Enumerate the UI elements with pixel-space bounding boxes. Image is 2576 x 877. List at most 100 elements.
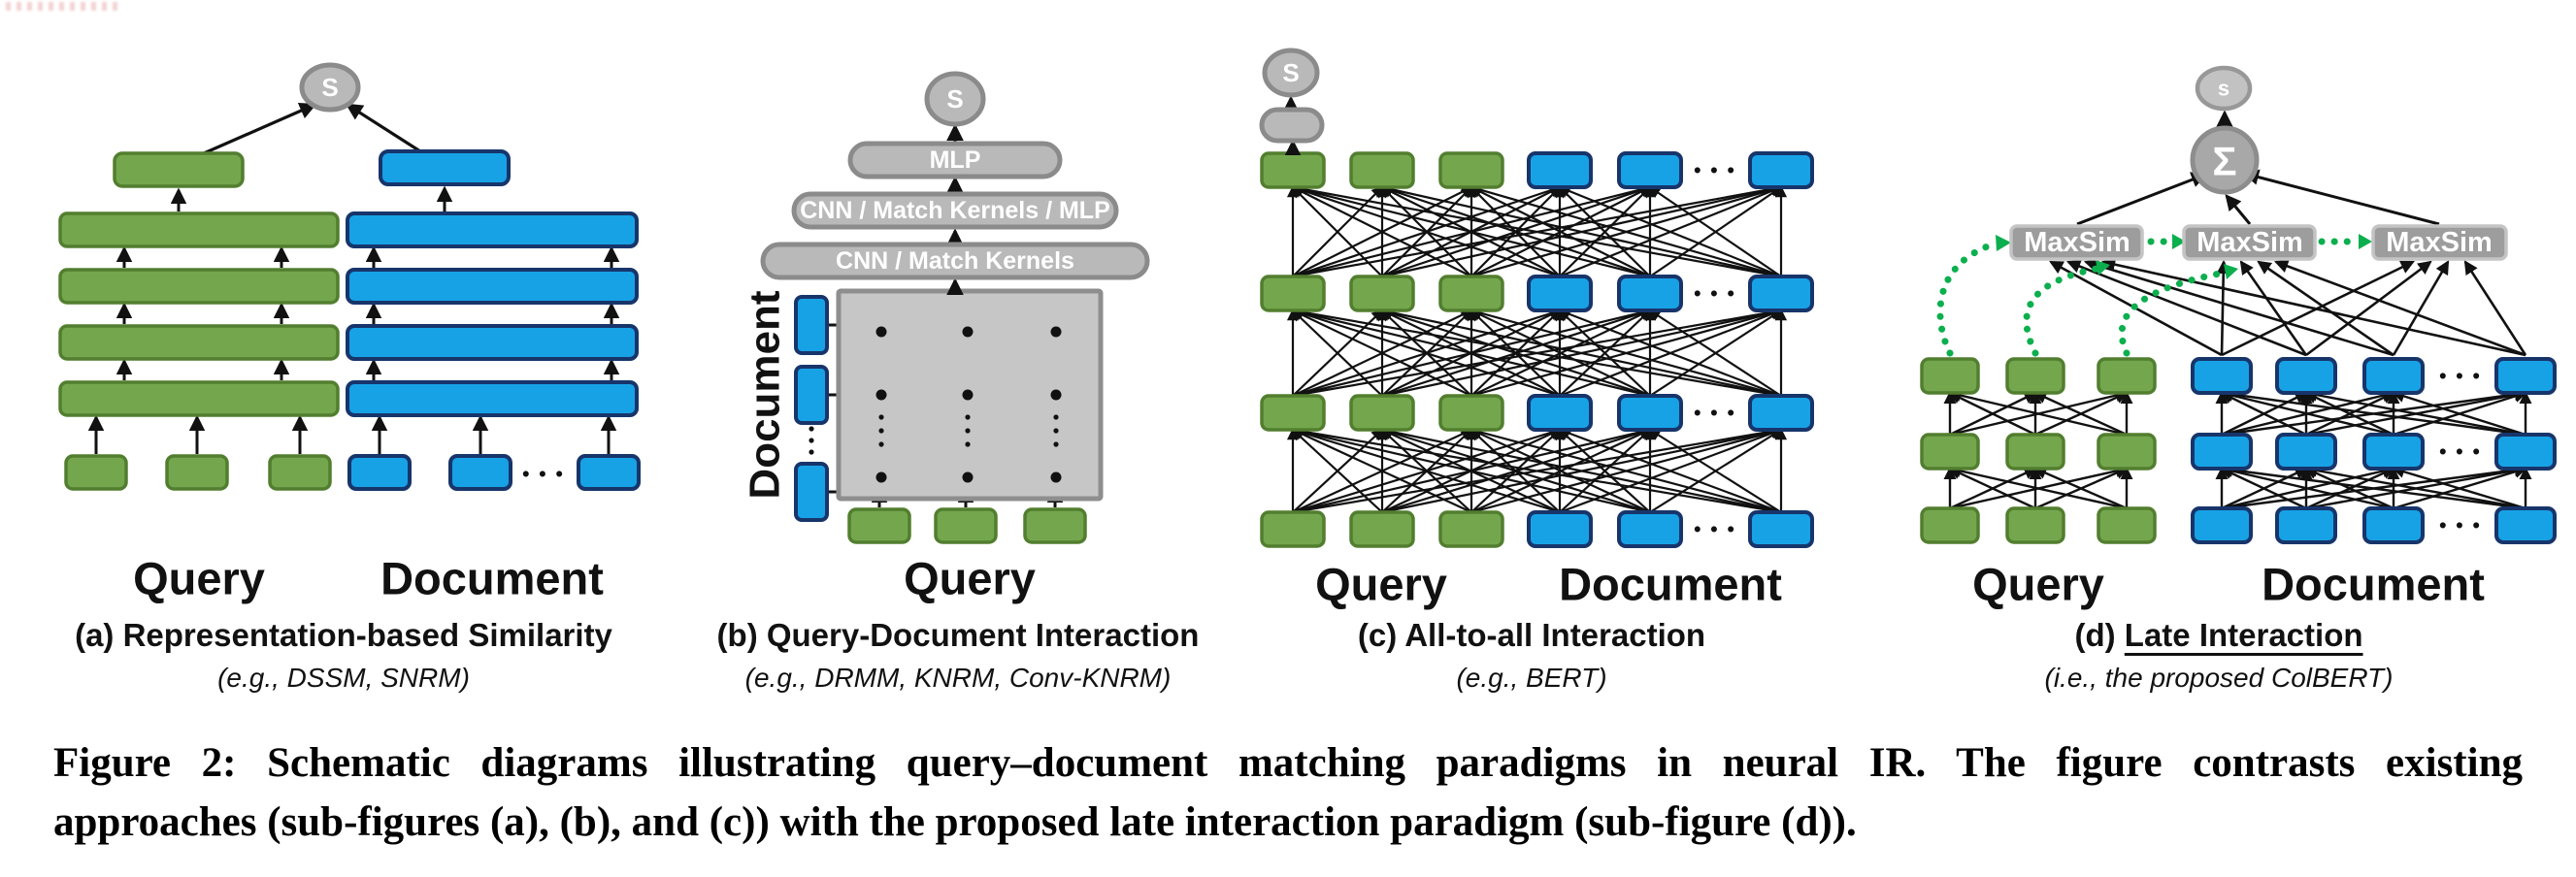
query-token-box [1260,394,1326,432]
matrix-dot [965,414,971,420]
query-token-box [165,454,229,491]
similarity-link [203,102,317,155]
matrix-dot [965,428,971,434]
connector-line [2257,260,2394,357]
connector-line [1380,308,1651,398]
connector-line [2220,389,2394,437]
score-label: s [2218,77,2229,101]
document-token-box [1748,394,1814,432]
matrix-dot [1053,441,1059,447]
connector-line [1558,309,1651,397]
connector-line [1648,429,1782,513]
panel-a-caption-prefix: (a) [75,617,115,653]
document-token-box [1748,275,1814,312]
query-maxsim-dotted-arrow [2023,265,2100,357]
panel-a-subcaption: (e.g., DSSM, SNRM) [217,663,470,693]
query-label: Query [1972,559,2104,610]
document-token-box [1617,275,1683,312]
query-token-box [1349,394,1415,432]
query-token-box [934,507,998,544]
score-label: S [321,73,338,102]
ellipsis-label: • • • [2439,366,2482,388]
document-token-box [2362,357,2425,395]
ellipsis-label: • • • [1694,519,1736,541]
maxsim-box [2009,224,2144,261]
connector-line [2220,463,2526,510]
query-token-box [1349,151,1415,189]
document-token-box [2275,433,2337,471]
connector-line [2239,260,2308,356]
cnn-match-kernels-pill [760,242,1150,280]
query-layer-box [58,211,340,248]
document-token-box [2362,433,2425,471]
document-token-box [448,454,512,491]
cls-pill [1259,107,1325,144]
matrix-dot [809,449,814,455]
document-token-box [2494,357,2557,395]
similarity-link [345,103,421,153]
score-node [299,62,361,113]
query-token-box [2097,357,2157,395]
connector-line [1291,183,1651,278]
connector-line [1558,185,1782,278]
connector-line [1470,307,1782,398]
document-token-box [1527,394,1593,432]
query-token-box [1349,275,1415,312]
connector-line [2100,257,2526,357]
query-token-box [1438,151,1504,189]
document-token-box [1527,151,1593,189]
query-token-box [2005,506,2065,544]
connector-line [1380,427,1651,514]
connector-line [2305,260,2432,357]
connector-line [1948,467,2036,510]
green-arrowhead-icon [2096,260,2110,276]
green-arrowhead-icon [2172,234,2186,249]
panel-c-caption: (c) All-to-all Interaction (e.g., BERT) [1211,617,1852,694]
corner-artifact-marks [6,2,122,11]
connector-line [2273,259,2526,357]
panel-a-caption-title: Representation-based Similarity [122,617,612,653]
score-node [924,71,986,127]
panel-c-subcaption: (e.g., BERT) [1456,663,1607,693]
ellipsis-label: • • • [2439,515,2482,537]
connector-line [1558,428,1651,513]
matrix-dot [1050,326,1062,338]
query-token-box [1349,510,1415,548]
connector-line [1291,428,1472,513]
matrix-dot [965,441,971,447]
ellipsis-label: • • • [2439,441,2482,464]
connector-line [1648,185,1782,277]
document-layer-box [346,211,639,248]
query-maxsim-dotted-arrow [2118,269,2229,357]
query-token-box [2005,357,2065,395]
document-label: Document [2262,559,2485,610]
sum-node [2190,125,2260,195]
connector-line [1291,309,1472,397]
connector-line [1470,184,1782,278]
document-token-box [1617,510,1683,548]
score-label: S [946,84,963,114]
matrix-dot [1053,414,1059,420]
document-token-box [2191,433,2253,471]
query-label: Query [133,553,265,604]
panel-d-diagram: MaxSim MaxSim MaxSim Σ s • • • • • • • •… [1920,65,2557,610]
score-node [1262,48,1320,98]
panel-b-diagram: S MLP CNN / Match Kernels / MLP CNN / Ma… [742,71,1150,604]
connector-line [1291,182,1782,278]
cnn-match-kernels-mlp-label: CNN / Match Kernels / MLP [800,197,1110,224]
document-token-box [2494,506,2557,544]
query-token-box [847,507,911,544]
maxsim-box [2182,224,2317,261]
query-token-box [1438,394,1504,432]
maxsim-sum-link [2225,194,2252,225]
panel-b-caption-title: Query-Document Interaction [766,617,1200,653]
figure-caption-line1: Figure 2: Schematic diagrams illustratin… [53,740,2523,786]
query-token-box [1920,433,1980,471]
document-token-box [2191,506,2253,544]
document-label: Document [380,553,604,604]
matrix-dot [875,326,887,338]
connector-line [1380,184,1651,278]
connector-line [2392,390,2526,437]
document-token-box [1748,510,1814,548]
